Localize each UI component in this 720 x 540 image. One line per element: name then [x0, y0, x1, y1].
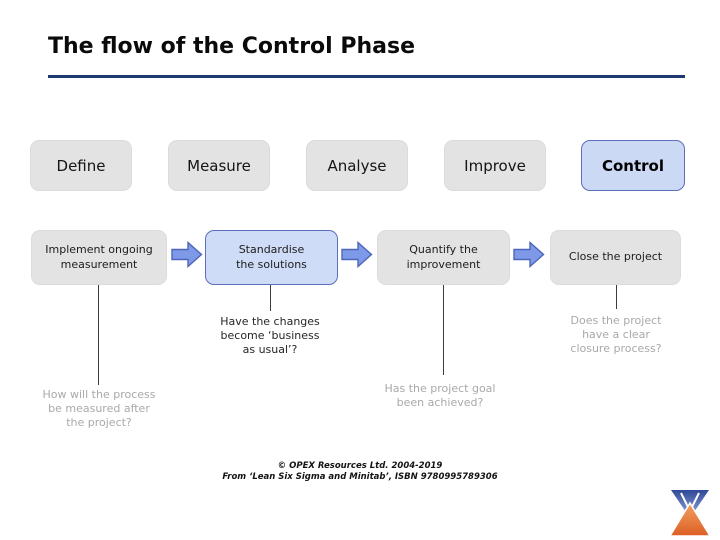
slide-title: The flow of the Control Phase	[48, 34, 416, 59]
footer-line-2: From ‘Lean Six Sigma and Minitab’, ISBN …	[222, 472, 498, 483]
step-box-close-the-project: Close the project	[550, 230, 681, 285]
phase-box-improve: Improve	[444, 140, 546, 191]
question-business-as-usual: Have the changes become ‘business as usu…	[220, 315, 320, 356]
step-box-quantify-the-improvement: Quantify the improvement	[377, 230, 510, 285]
phase-box-analyse: Analyse	[306, 140, 408, 191]
connector-line-standardise	[270, 285, 271, 311]
footer-line-1: © OPEX Resources Ltd. 2004-2019	[277, 461, 443, 471]
flow-arrow-right-icon	[513, 241, 545, 268]
title-underline	[48, 75, 685, 78]
phase-box-measure: Measure	[168, 140, 270, 191]
connector-line-implement	[98, 285, 99, 385]
flow-arrow-right-icon	[341, 241, 373, 268]
step-box-implement-ongoing-measurement: Implement ongoing measurement	[31, 230, 167, 285]
question-project-goal: Has the project goal been achieved?	[384, 382, 496, 409]
footer-copyright: © OPEX Resources Ltd. 2004-2019 From ‘Le…	[0, 461, 720, 484]
question-closure-process: Does the project have a clear closure pr…	[570, 314, 662, 355]
phase-box-define: Define	[30, 140, 132, 191]
opex-hourglass-logo-icon	[668, 490, 712, 537]
question-process-measured: How will the process be measured after t…	[42, 388, 156, 429]
connector-line-quantify	[443, 285, 444, 375]
flow-arrow-right-icon	[171, 241, 203, 268]
phase-box-control-highlighted: Control	[581, 140, 685, 191]
step-box-standardise-the-solutions: Standardise the solutions	[205, 230, 338, 285]
connector-line-close	[616, 285, 617, 309]
